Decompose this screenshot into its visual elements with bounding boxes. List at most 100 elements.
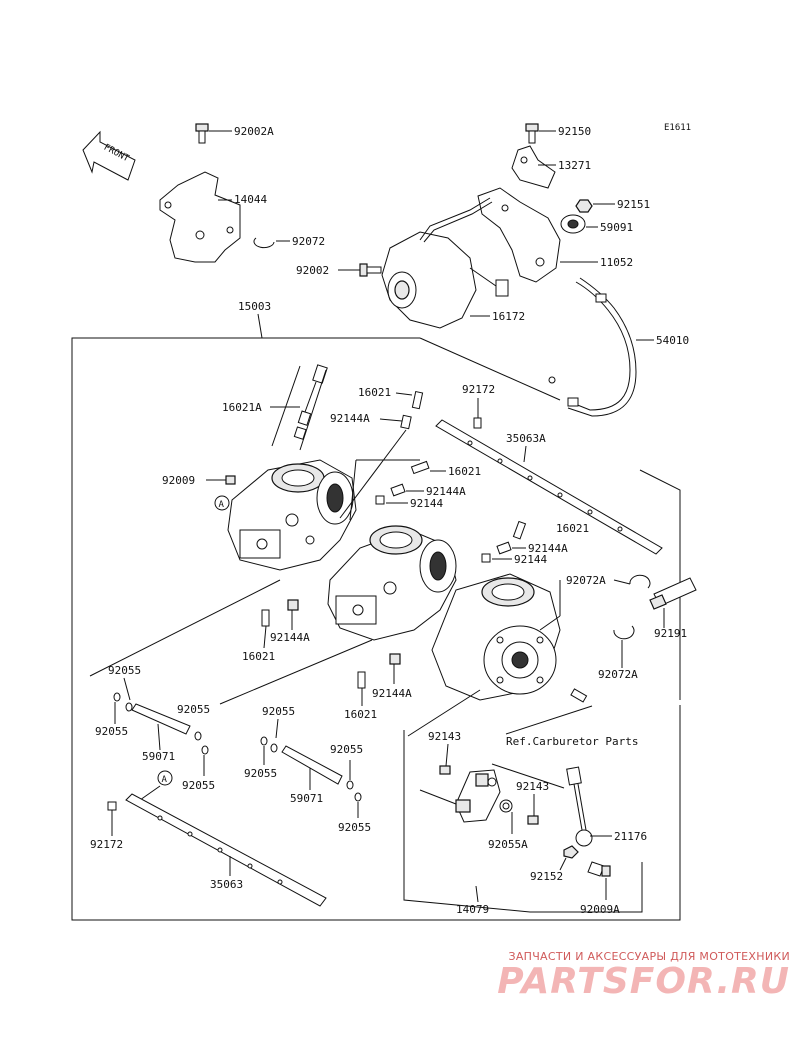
clip-92072A-bottom xyxy=(613,625,635,640)
label-92072A-a: 92072A xyxy=(566,574,606,587)
shaft-59071-left xyxy=(131,703,191,735)
label-92072A-b: 92072A xyxy=(598,668,638,681)
label-16021-c: 16021 xyxy=(556,522,589,535)
screw-16021-top xyxy=(400,390,424,430)
svg-text:A: A xyxy=(219,500,225,510)
bracket-11052 xyxy=(477,187,561,283)
label-16021-e: 16021 xyxy=(344,708,377,721)
label-14044: 14044 xyxy=(234,193,267,206)
bracket-13271 xyxy=(511,145,556,189)
screw-16021-right xyxy=(481,520,527,563)
label-92144-b: 92144 xyxy=(514,553,547,566)
label-21176: 21176 xyxy=(614,830,647,843)
label-59071-a: 59071 xyxy=(142,750,175,763)
bracket-14044 xyxy=(159,171,241,263)
bolt-ref xyxy=(570,688,588,703)
link-plate-35063A xyxy=(435,419,663,555)
label-92072: 92072 xyxy=(292,235,325,248)
label-35063: 35063 xyxy=(210,878,243,891)
needle-16021A xyxy=(293,364,328,440)
screw-16021-mid xyxy=(375,460,430,505)
label-92009A: 92009A xyxy=(580,903,620,916)
label-92144-a: 92144 xyxy=(410,497,443,510)
label-59091: 59091 xyxy=(600,221,633,234)
nut-92151 xyxy=(575,199,593,213)
svg-text:A: A xyxy=(162,775,168,785)
label-92055-a: 92055 xyxy=(108,664,141,677)
label-92150: 92150 xyxy=(558,125,591,138)
label-13271: 13271 xyxy=(558,159,591,172)
carburetor-3 xyxy=(431,573,561,701)
label-92055-f: 92055 xyxy=(244,767,277,780)
grommet-59091 xyxy=(560,214,586,234)
bolt-92002 xyxy=(359,263,382,277)
pipe-92191 xyxy=(649,577,697,610)
label-14079: 14079 xyxy=(456,903,489,916)
label-59071-b: 59071 xyxy=(290,792,323,805)
label-92055-h: 92055 xyxy=(338,821,371,834)
screw-92009 xyxy=(225,475,236,485)
marker-a-bottom: A xyxy=(157,770,173,786)
screw-92172-top xyxy=(473,417,482,429)
label-92191: 92191 xyxy=(654,627,687,640)
label-92144A-c: 92144A xyxy=(528,542,568,555)
screw-16021-left xyxy=(261,599,299,627)
bolt-92150 xyxy=(525,123,539,144)
ref-carburetor-note: Ref.Carburetor Parts xyxy=(506,735,638,748)
label-92055-c: 92055 xyxy=(177,703,210,716)
bolt-92009A xyxy=(587,861,611,877)
actuator-16172 xyxy=(381,197,509,329)
link-frame xyxy=(403,730,643,913)
label-92152: 92152 xyxy=(530,870,563,883)
washers-92055-right xyxy=(260,736,278,753)
label-92002: 92002 xyxy=(296,264,329,277)
cable-54010 xyxy=(548,277,637,417)
label-15003: 15003 xyxy=(238,300,271,313)
label-16172: 16172 xyxy=(492,310,525,323)
label-92143-b: 92143 xyxy=(516,780,549,793)
carburetor-1 xyxy=(227,459,357,571)
watermark-logo: PARTSFOR.RU xyxy=(497,961,790,1002)
label-92144A-d: 92144A xyxy=(270,631,310,644)
label-92151: 92151 xyxy=(617,198,650,211)
label-92143-a: 92143 xyxy=(428,730,461,743)
label-92172-b: 92172 xyxy=(90,838,123,851)
label-92144A-a: 92144A xyxy=(330,412,370,425)
marker-a-top: A xyxy=(214,495,230,511)
clip-92072A-top xyxy=(629,574,651,589)
carburetor-2 xyxy=(327,525,457,641)
link-lever xyxy=(455,769,501,823)
label-92009: 92009 xyxy=(162,474,195,487)
label-92055A: 92055A xyxy=(488,838,528,851)
washers-92055-mid xyxy=(194,731,209,755)
watermark: ЗАПЧАСТИ И АКСЕССУАРЫ ДЛЯ МОТОТЕХНИКИ PA… xyxy=(470,950,790,1002)
label-92055-d: 92055 xyxy=(182,779,215,792)
front-arrow-icon: FRONT xyxy=(82,130,136,181)
label-16021-a: 16021 xyxy=(358,386,391,399)
bolt-92002A xyxy=(195,123,209,144)
label-92172-a: 92172 xyxy=(462,383,495,396)
screw-92172-bottom xyxy=(107,801,117,811)
label-92055-g: 92055 xyxy=(330,743,363,756)
shaft-59071-right xyxy=(281,745,343,785)
label-92002A: 92002A xyxy=(234,125,274,138)
label-11052: 11052 xyxy=(600,256,633,269)
watermark-subtitle: ЗАПЧАСТИ И АКСЕССУАРЫ ДЛЯ МОТОТЕХНИКИ xyxy=(508,950,790,963)
label-16021-b: 16021 xyxy=(448,465,481,478)
diagram-code: E1611 xyxy=(664,123,691,133)
label-92055-b: 92055 xyxy=(95,725,128,738)
label-16021A: 16021A xyxy=(222,401,262,414)
label-92144A-b: 92144A xyxy=(426,485,466,498)
bushing-92143-a xyxy=(439,765,451,775)
label-92055-e: 92055 xyxy=(262,705,295,718)
washers-92055-left xyxy=(113,692,133,712)
link-plate-35063 xyxy=(125,793,327,907)
washer-92055A xyxy=(499,799,513,813)
label-54010: 54010 xyxy=(656,334,689,347)
assembly-frame xyxy=(71,337,681,921)
bushing-92143-b xyxy=(527,815,539,825)
label-16021-d: 16021 xyxy=(242,650,275,663)
nut-92152 xyxy=(563,845,579,859)
label-35063A: 35063A xyxy=(506,432,546,445)
